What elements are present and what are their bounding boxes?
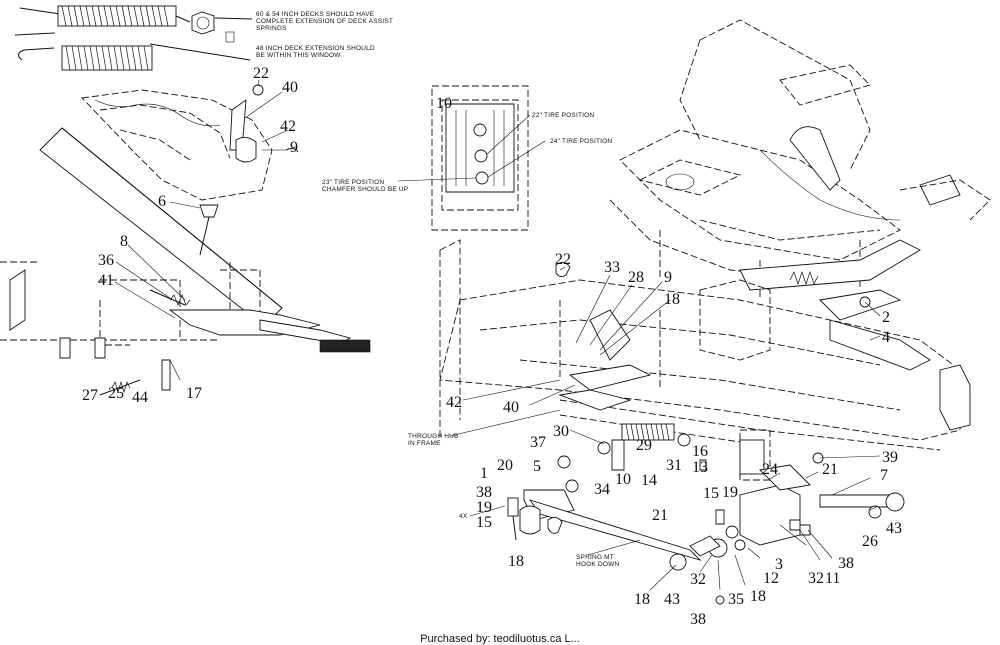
deck-assist-note-1: 60 & 54 INCH DECKS SHOULD HAVE [256, 11, 375, 18]
callout-43: 43 [664, 591, 680, 608]
hub-note-1: THROUGH HUB [408, 433, 459, 440]
callout-42: 42 [280, 118, 296, 135]
callout-22: 22 [253, 65, 269, 82]
nut [191, 11, 215, 35]
callout-15: 15 [703, 485, 719, 502]
lower-spring [61, 45, 153, 71]
callout-16: 16 [692, 443, 708, 460]
deck-assist-note-3: SPRINGS [256, 25, 287, 32]
callout-2: 2 [882, 309, 890, 326]
hub-note-2: IN FRAME [408, 440, 441, 447]
bracket-24 [759, 464, 811, 491]
tire23-note-1: 23" TIRE POSITION [322, 179, 384, 186]
leader-lines [114, 79, 881, 591]
callout-30: 30 [553, 423, 569, 440]
callout-9: 9 [664, 269, 672, 286]
callout-12: 12 [763, 570, 779, 587]
bracket-40 [568, 364, 652, 391]
callout-24: 24 [762, 461, 778, 478]
callout-10: 10 [436, 95, 452, 112]
callout-6: 6 [158, 193, 166, 210]
callout-41: 41 [98, 272, 114, 289]
callout-32: 32 [808, 570, 824, 587]
callout-44: 44 [132, 389, 148, 406]
callout-17: 17 [186, 385, 202, 402]
callout-25: 25 [108, 385, 124, 402]
callout-28: 28 [628, 269, 644, 286]
tire23-note-2: CHAMFER SHOULD BE UP [322, 186, 408, 193]
callout-27: 27 [82, 387, 98, 404]
callout-21: 21 [652, 507, 668, 524]
callout-39: 39 [882, 449, 898, 466]
bracket-12 [739, 484, 801, 546]
callout-19: 19 [722, 484, 738, 501]
callout-18: 18 [634, 591, 650, 608]
frame-upper-assembly [609, 19, 991, 371]
frame-lower-assembly [439, 239, 971, 605]
callout-32: 32 [690, 571, 706, 588]
callout-29: 29 [636, 437, 652, 454]
callout-18: 18 [508, 553, 524, 570]
callout-31: 31 [666, 457, 682, 474]
callout-8: 8 [120, 233, 128, 250]
deck48-note-2: BE WITHIN THIS WINDOW [256, 52, 341, 59]
callout-21: 21 [822, 461, 838, 478]
pivot-block [739, 439, 765, 475]
callout-10: 10 [615, 471, 631, 488]
spring-note-2: HOOK DOWN [576, 561, 619, 568]
callout-19: 19 [476, 499, 492, 516]
callout-14: 14 [641, 472, 657, 489]
callout-13: 13 [692, 459, 708, 476]
footer-text: Purchased by: teodiluotus.ca L... [420, 633, 580, 645]
callout-11: 11 [825, 570, 840, 587]
arm-2 [819, 289, 902, 321]
callout-5: 5 [533, 458, 541, 475]
callout-38: 38 [838, 555, 854, 572]
qty-4x: 4X [459, 513, 468, 520]
deck-assist-spring-detail [14, 5, 253, 71]
callout-40: 40 [503, 399, 519, 416]
callout-26: 26 [862, 533, 878, 550]
callout-18: 18 [664, 291, 680, 308]
callout-22: 22 [555, 251, 571, 268]
callout-37: 37 [530, 434, 546, 451]
spring-29 [621, 423, 675, 441]
lift-pedal-assembly [0, 84, 371, 396]
callout-20: 20 [497, 457, 513, 474]
callout-35: 35 [728, 591, 744, 608]
deck48-note-1: 48 INCH DECK EXTENSION SHOULD [256, 45, 375, 52]
callout-4: 4 [882, 329, 890, 346]
callout-7: 7 [880, 467, 888, 484]
callout-18: 18 [750, 588, 766, 605]
tire22-note: 22" TIRE POSITION [532, 112, 594, 119]
callout-15: 15 [476, 514, 492, 531]
deck-assist-note-2: COMPLETE EXTENSION OF DECK ASSIST [256, 18, 393, 25]
callout-38: 38 [476, 484, 492, 501]
callout-42: 42 [446, 394, 462, 411]
tire-position-detail [397, 85, 546, 231]
arm-4 [829, 319, 931, 371]
callout-33: 33 [604, 259, 620, 276]
callout-40: 40 [282, 79, 298, 96]
callout-9: 9 [290, 139, 298, 156]
spring-note-1: SPRING MT [576, 554, 614, 561]
callouts: 22 40 42 9 6 8 36 41 27 25 44 17 10 22 3… [82, 65, 902, 628]
callout-38: 38 [690, 611, 706, 628]
shaft-7 [819, 494, 891, 508]
pedal-knob [199, 204, 219, 218]
callout-1: 1 [480, 465, 488, 482]
callout-3: 3 [775, 556, 783, 573]
callout-36: 36 [98, 252, 114, 269]
callout-43: 43 [886, 520, 902, 537]
callout-34: 34 [594, 481, 610, 498]
tire24-note: 24" TIRE POSITION [550, 138, 612, 145]
